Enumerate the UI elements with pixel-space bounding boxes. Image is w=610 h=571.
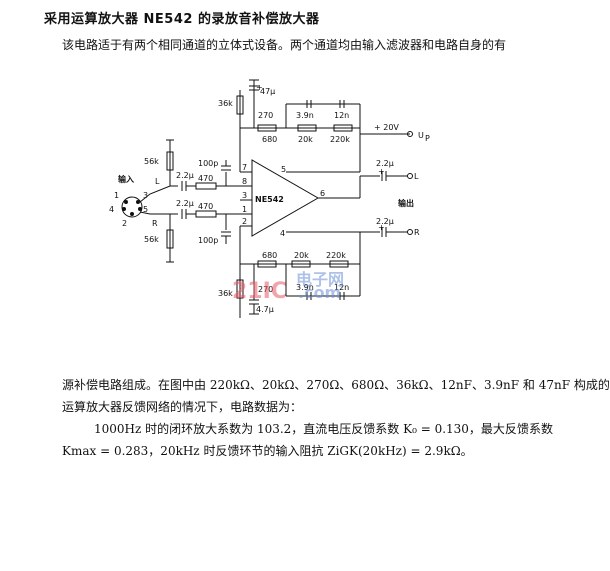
c-3-9n-top: 3.9n xyxy=(296,111,314,120)
r-20k-top: 20k xyxy=(298,135,313,144)
c-3-9n-bottom: 3.9n xyxy=(296,283,314,292)
r-270-bottom: 270 xyxy=(258,285,273,294)
plus-out-r: + xyxy=(378,223,385,232)
c-2-2u-out-l: 2.2μ xyxy=(376,159,394,168)
r-680-bottom: 680 xyxy=(262,251,277,260)
pin-1: 1 xyxy=(242,205,247,214)
c-100p-top: 100p xyxy=(198,159,218,168)
pin-7: 7 xyxy=(242,163,247,172)
pin-4: 4 xyxy=(280,229,285,238)
r-680-top: 680 xyxy=(262,135,277,144)
output-r-label: R xyxy=(414,228,420,237)
input-label: 输入 xyxy=(118,174,134,184)
pin-5: 5 xyxy=(281,165,286,174)
intro-paragraph: 该电路适于有两个相同通道的立体式设备。两个通道均由输入滤波器和电路自身的有 xyxy=(62,38,507,52)
pin-3: 3 xyxy=(242,191,247,200)
r-470-r: 470 xyxy=(198,202,213,211)
conn-pin-1: 1 xyxy=(114,191,119,200)
body-line-4: Kmax = 0.283，20kHz 时反馈环节的输入阻抗 ZiGK(20kHz… xyxy=(62,444,473,458)
watermark-url: .com xyxy=(298,283,341,302)
r-36k-bottom: 36k xyxy=(218,289,233,298)
r-220k-bottom: 220k xyxy=(326,251,346,260)
r-56k-top: 56k xyxy=(144,157,159,166)
supply-label: + 20V xyxy=(374,123,399,132)
circuit-schematic: 输入 输出 NE542 + 20V U P L R L R 56k 56k 2.… xyxy=(109,79,430,318)
watermark-logo: 21IC xyxy=(232,279,287,304)
pin-2: 2 xyxy=(242,217,247,226)
pin-6: 6 xyxy=(320,189,325,198)
conn-pin-5: 5 xyxy=(143,205,148,214)
plus-out-l: + xyxy=(378,167,385,176)
body-line-3: 1000Hz 时的闭环放大系数为 103.2，直流电压反馈系数 K₀ = 0.1… xyxy=(94,422,553,436)
watermark-sub: 电子网 xyxy=(296,270,344,289)
c-100p-bottom: 100p xyxy=(198,236,218,245)
output-label: 输出 xyxy=(398,198,414,208)
conn-pin-4: 4 xyxy=(109,205,114,214)
c-2-2u-l: 2.2μ xyxy=(176,171,194,180)
label-channel-l: L xyxy=(155,177,160,186)
body-line-2: 运算放大器反馈网络的情况下，电路数据为： xyxy=(62,400,303,414)
output-l-label: L xyxy=(414,172,419,181)
c-12n-bottom: 12n xyxy=(334,283,349,292)
supply-symbol: U xyxy=(418,131,424,140)
r-270-top: 270 xyxy=(258,111,273,120)
ic-label: NE542 xyxy=(255,195,284,204)
r-36k-top: 36k xyxy=(218,99,233,108)
conn-pin-2: 2 xyxy=(122,219,127,228)
c-2-2u-r: 2.2μ xyxy=(176,199,194,208)
conn-pin-3: 3 xyxy=(143,191,148,200)
plus-47u: + xyxy=(256,83,263,92)
supply-sub: P xyxy=(425,134,430,143)
opamp-triangle xyxy=(251,159,320,237)
r-470-l: 470 xyxy=(198,174,213,183)
r-56k-bottom: 56k xyxy=(144,235,159,244)
c-4-7u: 4.7μ xyxy=(256,305,274,314)
label-channel-r: R xyxy=(152,219,158,228)
r-20k-bottom: 20k xyxy=(294,251,309,260)
body-line-1: 源补偿电路组成。在图中由 220kΩ、20kΩ、270Ω、680Ω、36kΩ、1… xyxy=(62,378,610,392)
c-47u: 47μ xyxy=(260,87,275,96)
input-connector xyxy=(121,196,143,218)
c-12n-top: 12n xyxy=(334,111,349,120)
pin-8: 8 xyxy=(242,177,247,186)
r-220k-top: 220k xyxy=(330,135,350,144)
c-2-2u-out-r: 2.2μ xyxy=(376,217,394,226)
document-title: 采用运算放大器 NE542 的录放音补偿放大器 xyxy=(44,12,320,27)
